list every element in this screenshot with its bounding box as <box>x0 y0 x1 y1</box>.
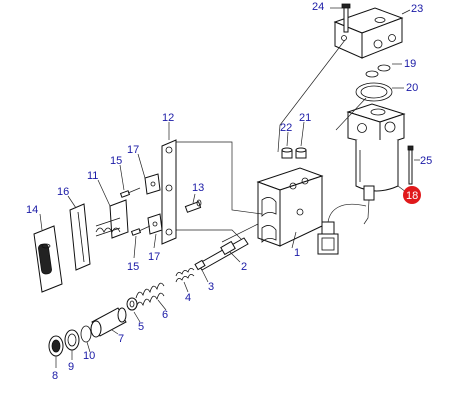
callout-22[interactable]: 22 <box>280 122 292 134</box>
part-24-bolt[interactable] <box>341 3 351 33</box>
leader-lines <box>39 7 420 368</box>
callout-17-lower[interactable]: 17 <box>148 251 160 263</box>
callout-23[interactable]: 23 <box>411 3 423 15</box>
callout-3[interactable]: 3 <box>208 281 214 293</box>
callout-14[interactable]: 14 <box>26 204 38 216</box>
part-6-spring-large[interactable] <box>135 282 165 309</box>
callout-18[interactable]: 18 <box>406 190 418 202</box>
callout-21[interactable]: 21 <box>299 112 311 124</box>
part-10-oring[interactable] <box>80 325 92 343</box>
part-14-cover[interactable] <box>33 225 63 293</box>
callout-13[interactable]: 13 <box>192 182 204 194</box>
callout-17-upper[interactable]: 17 <box>127 144 139 156</box>
part-25-bolt[interactable] <box>407 145 414 185</box>
part-7-piston[interactable] <box>90 307 127 338</box>
part-18-solenoid[interactable] <box>346 103 406 225</box>
callout-25[interactable]: 25 <box>420 155 432 167</box>
callout-12[interactable]: 12 <box>162 112 174 124</box>
callout-8[interactable]: 8 <box>52 370 58 382</box>
part-3-retainer[interactable] <box>194 259 206 271</box>
part-12-lever[interactable] <box>161 139 177 245</box>
part-20-gasket[interactable] <box>355 82 393 102</box>
part-19-orings[interactable] <box>365 64 391 78</box>
callout-11[interactable]: 11 <box>87 170 98 182</box>
part-17-brackets[interactable] <box>144 173 163 235</box>
callout-6[interactable]: 6 <box>162 309 168 321</box>
assembly-lines <box>176 39 367 243</box>
part-11-spring-bracket[interactable] <box>95 199 129 239</box>
callout-15-lower[interactable]: 15 <box>127 261 139 273</box>
callout-2[interactable]: 2 <box>241 261 247 273</box>
part-8-snap-ring[interactable] <box>48 335 64 357</box>
callout-16[interactable]: 16 <box>57 186 69 198</box>
part-9-seal[interactable] <box>64 329 80 351</box>
part-16-plate[interactable] <box>69 203 91 271</box>
part-23-block[interactable] <box>333 7 404 59</box>
connector-plug <box>317 203 367 255</box>
selected-callout-highlight <box>403 186 421 204</box>
callout-15-upper[interactable]: 15 <box>110 155 122 167</box>
part-5-washer[interactable] <box>126 297 138 311</box>
callout-24[interactable]: 24 <box>312 1 324 13</box>
callout-4[interactable]: 4 <box>185 292 191 304</box>
part-1-valve-body[interactable] <box>256 167 324 247</box>
callout-7[interactable]: 7 <box>118 333 124 345</box>
callout-10[interactable]: 10 <box>83 350 95 362</box>
callout-1[interactable]: 1 <box>294 247 300 259</box>
part-4-spring-small[interactable] <box>175 268 195 283</box>
callout-labels: 24 23 19 20 22 21 25 18 12 17 15 11 16 1… <box>26 1 432 382</box>
part-22-21-plugs[interactable] <box>281 147 307 159</box>
callout-19[interactable]: 19 <box>404 58 416 70</box>
part-15-bolts[interactable] <box>119 187 151 236</box>
callout-20[interactable]: 20 <box>406 82 418 94</box>
callout-5[interactable]: 5 <box>138 321 144 333</box>
part-13-pin[interactable] <box>184 199 202 213</box>
callout-9[interactable]: 9 <box>68 361 74 373</box>
